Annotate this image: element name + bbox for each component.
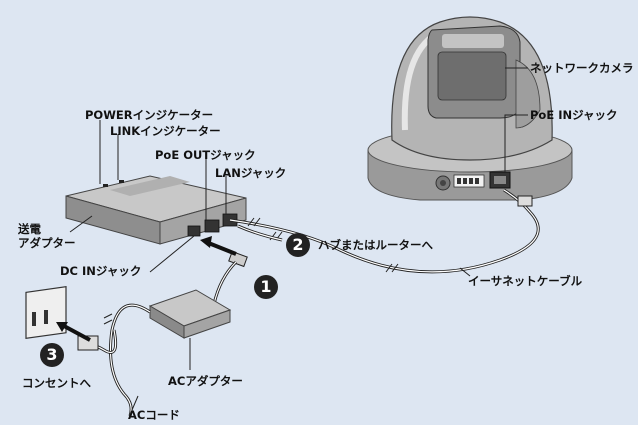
poe-in-jack-label: PoE INジャック	[530, 108, 618, 122]
power-adapter-label-1: 送電	[18, 222, 41, 236]
ethernet-cable-camera	[229, 188, 540, 274]
dc-plug-illustration	[200, 236, 248, 305]
network-camera-label: ネットワークカメラ	[530, 61, 634, 75]
outlet-label: コンセントへ	[22, 376, 91, 390]
ac-cord-label: ACコード	[128, 408, 180, 422]
power-adapter-illustration	[65, 175, 247, 245]
wall-outlet-illustration	[25, 286, 99, 351]
step-1-badge: 1	[254, 275, 278, 299]
ethernet-cable-label: イーサネットケーブル	[468, 274, 583, 288]
power-indicator-label: POWERインジケーター	[85, 108, 214, 122]
network-camera-illustration	[367, 16, 573, 201]
step-3-badge: 3	[40, 343, 64, 367]
lan-jack-label: LANジャック	[215, 166, 287, 180]
ac-cord-illustration	[89, 303, 151, 417]
leader-lines	[69, 67, 528, 411]
ac-adapter-label: ACアダプター	[168, 374, 243, 388]
dc-in-jack-label: DC INジャック	[60, 264, 142, 278]
hub-router-label: ハブまたはルーターへ	[318, 238, 433, 252]
ac-adapter-illustration	[148, 289, 232, 339]
poe-out-jack-label: PoE OUTジャック	[155, 148, 256, 162]
link-indicator-label: LINKインジケーター	[110, 124, 221, 138]
step-2-badge: 2	[286, 233, 310, 257]
ethernet-cable-hub	[237, 217, 283, 242]
power-adapter-label-2: アダプター	[18, 236, 76, 250]
